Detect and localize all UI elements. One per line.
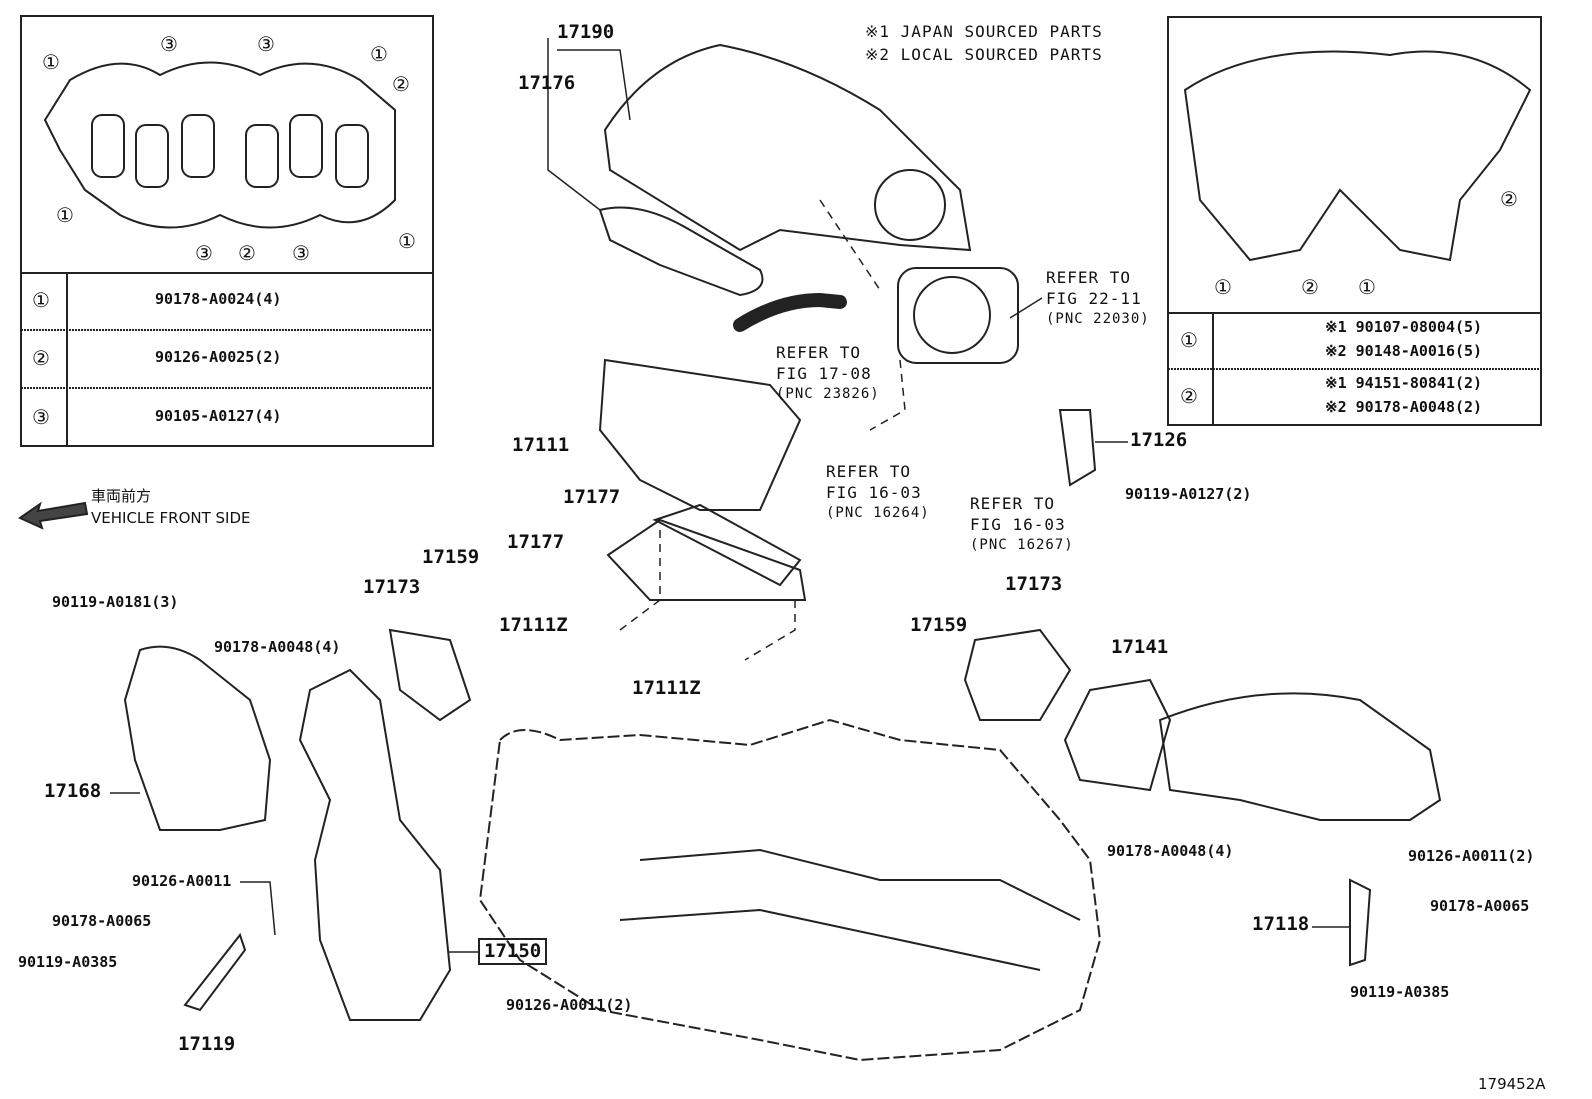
ref-line: REFER TO [1046,268,1132,287]
part-number[interactable]: 90126-A0025(2) [155,348,282,366]
part-17190[interactable]: 17190 [557,21,615,43]
callout: ① [398,229,416,253]
part-17168[interactable]: 17168 [44,780,102,802]
callout: ② [1301,275,1319,299]
ref-line: (PNC 16267) [970,537,1074,553]
ref-line: (PNC 23826) [776,386,880,402]
part-90178-a0048[interactable]: 90178-A0048(4) [214,638,341,656]
callout: ③ [257,32,275,56]
part-number[interactable]: ※2 90178-A0048(2) [1325,398,1483,416]
refer-fig-16-03-b[interactable]: REFER TO FIG 16-03 (PNC 16267) [970,493,1074,556]
part-90178-a0065[interactable]: 90178-A0065 [1430,897,1530,915]
ref-line: FIG 16-03 [826,483,922,502]
callout: ① [56,203,74,227]
callout: ① [1358,275,1376,299]
callout: ② [392,72,410,96]
part-17119[interactable]: 17119 [178,1033,236,1055]
note-japan-sourced: ※1 JAPAN SOURCED PARTS [865,22,1103,41]
ref-line: FIG 22-11 [1046,289,1142,308]
part-17111z[interactable]: 17111Z [499,614,568,636]
part-90119-a0181[interactable]: 90119-A0181(3) [52,593,179,611]
part-17118[interactable]: 17118 [1252,913,1310,935]
part-90119-a0127[interactable]: 90119-A0127(2) [1125,485,1252,503]
callout: ① [370,42,388,66]
part-17141[interactable]: 17141 [1111,636,1169,658]
part-17159[interactable]: 17159 [422,546,480,568]
part-90126-a0011[interactable]: 90126-A0011(2) [1408,847,1535,865]
part-number[interactable]: ※1 90107-08004(5) [1325,318,1483,336]
part-90119-a0385[interactable]: 90119-A0385 [1350,983,1450,1001]
refer-fig-22-11[interactable]: REFER TO FIG 22-11 (PNC 22030) [1046,267,1150,330]
ref-line: FIG 17-08 [776,364,872,383]
refer-fig-16-03-a[interactable]: REFER TO FIG 16-03 (PNC 16264) [826,461,930,524]
key-2: ② [1180,384,1198,408]
part-90178-a0065[interactable]: 90178-A0065 [52,912,152,930]
part-17111[interactable]: 17111 [512,434,570,456]
part-17126[interactable]: 17126 [1130,429,1188,451]
ref-line: FIG 16-03 [970,515,1066,534]
front-label-en: VEHICLE FRONT SIDE [91,509,251,527]
callout: ② [238,241,256,265]
note-local-sourced: ※2 LOCAL SOURCED PARTS [865,45,1103,64]
callout: ② [1500,187,1518,211]
key-1: ① [32,288,50,312]
refer-fig-17-08[interactable]: REFER TO FIG 17-08 (PNC 23826) [776,342,880,405]
part-17150-highlighted[interactable]: 17150 [478,938,548,965]
part-number[interactable]: 90105-A0127(4) [155,407,282,425]
part-number[interactable]: ※1 94151-80841(2) [1325,374,1483,392]
ref-line: REFER TO [776,343,862,362]
callout: ① [1214,275,1232,299]
part-90178-a0048[interactable]: 90178-A0048(4) [1107,842,1234,860]
ref-line: REFER TO [970,494,1056,513]
key-2: ② [32,346,50,370]
part-17173[interactable]: 17173 [1005,573,1063,595]
key-3: ③ [32,405,50,429]
part-17159[interactable]: 17159 [910,614,968,636]
key-1: ① [1180,328,1198,352]
intake-gasket-drawing [43,61,396,229]
part-17173[interactable]: 17173 [363,576,421,598]
callout: ③ [292,241,310,265]
ref-line: REFER TO [826,462,912,481]
callout: ③ [160,32,178,56]
part-90119-a0385[interactable]: 90119-A0385 [18,953,118,971]
part-90126-a0011[interactable]: 90126-A0011(2) [506,996,633,1014]
front-arrow-icon [17,501,89,530]
part-17177[interactable]: 17177 [563,486,621,508]
callout: ③ [195,241,213,265]
part-90126-a0011[interactable]: 90126-A0011 [132,872,232,890]
figure-id: 179452A [1478,1075,1546,1093]
part-number[interactable]: 90178-A0024(4) [155,290,282,308]
part-17177[interactable]: 17177 [507,531,565,553]
part-number[interactable]: ※2 90148-A0016(5) [1325,342,1483,360]
front-label-jp: 車両前方 [91,487,152,505]
ref-line: (PNC 16264) [826,505,930,521]
callout: ① [42,50,60,74]
part-17176[interactable]: 17176 [518,72,576,94]
ref-line: (PNC 22030) [1046,311,1150,327]
part-17111z[interactable]: 17111Z [632,677,701,699]
